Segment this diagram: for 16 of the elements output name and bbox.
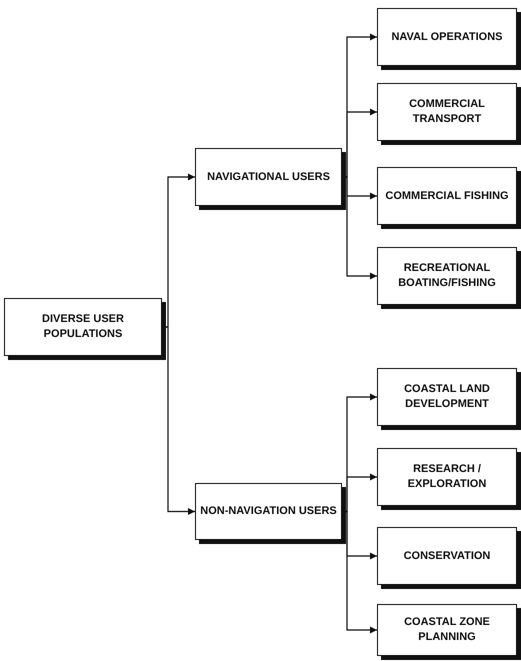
box-label: COASTAL ZONE PLANNING (403, 615, 491, 645)
box-label: COMMERCIAL FISHING (384, 188, 510, 204)
box-label: NAVIGATIONAL USERS (206, 170, 331, 184)
arrow (344, 176, 377, 280)
box-label: NON-NAVIGATION USERS (199, 504, 338, 519)
box-label: RESEARCH / EXPLORATION (406, 462, 488, 492)
arrow (344, 510, 377, 634)
box-label: COMMERCIAL TRANSPORT (408, 97, 486, 127)
box-label: COASTAL LAND DEVELOPMENT (403, 382, 491, 412)
box-label: CONSERVATION (402, 548, 492, 564)
box-label: DIVERSE USER POPULATIONS (41, 312, 125, 342)
box-label: NAVAL OPERATIONS (390, 30, 504, 44)
arrow (344, 474, 377, 512)
arrow (344, 108, 377, 178)
box-label: RECREATIONAL BOATING/FISHING (397, 261, 497, 291)
arrow (164, 326, 195, 515)
